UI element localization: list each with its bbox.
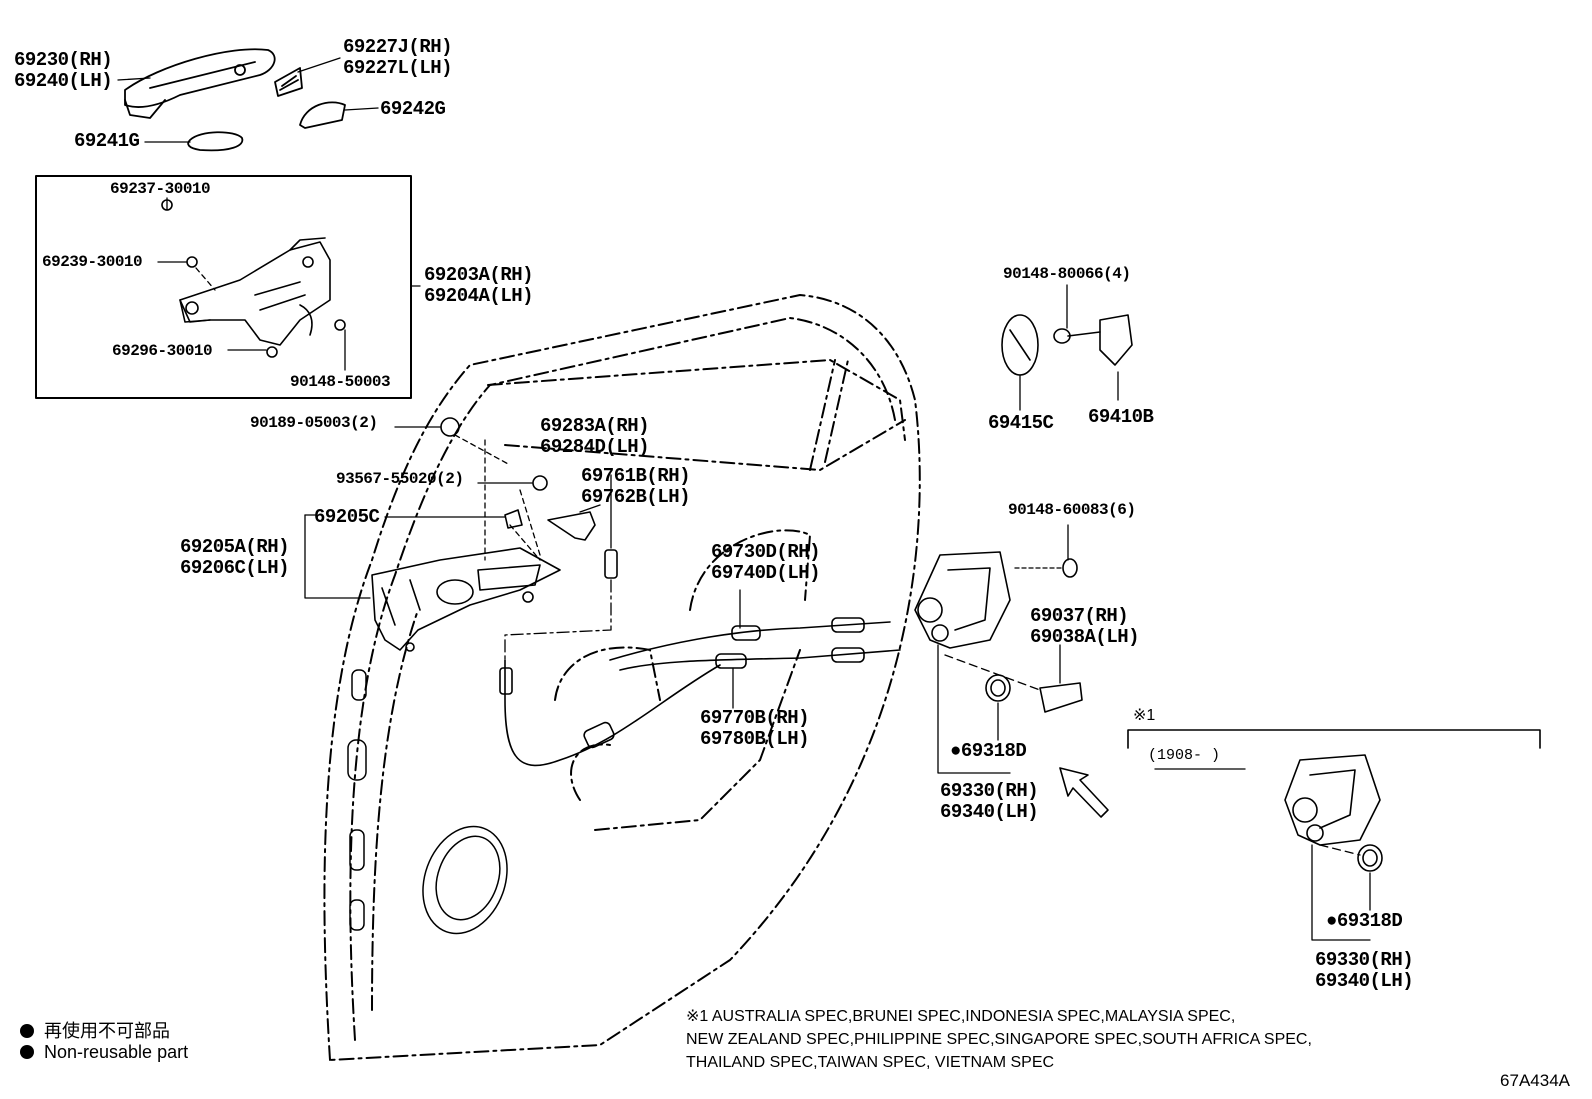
part-90148-80066: 90148-80066(4)	[1003, 265, 1131, 283]
part-69241g: 69241G	[74, 130, 140, 152]
frame-assembly	[161, 199, 346, 358]
part-69038a-lh: 69038A(LH)	[1030, 626, 1140, 648]
part-69415c: 69415C	[988, 412, 1054, 434]
part-69205a-rh: 69205A(RH)	[180, 536, 290, 558]
variant-date-range: (1908- )	[1148, 747, 1221, 764]
part-69740d-lh: 69740D(LH)	[711, 562, 821, 584]
outside-handle	[124, 48, 276, 119]
part-69284d-lh: 69284D(LH)	[540, 436, 650, 458]
part-69203a-rh: 69203A(RH)	[424, 264, 534, 286]
part-90148-50003: 90148-50003	[290, 373, 391, 391]
part-69204a-lh: 69204A(LH)	[424, 285, 534, 307]
part-69205c: 69205C	[314, 506, 380, 528]
part-69780b-lh: 69780B(LH)	[700, 728, 810, 750]
handle-cap	[274, 67, 303, 97]
door-lock	[914, 524, 1109, 818]
part-69770b-rh: 69770B(RH)	[700, 707, 810, 729]
part-69761b-rh: 69761B(RH)	[581, 465, 691, 487]
legend-en: Non-reusable part	[20, 1042, 188, 1063]
variant-mark: ※1	[1133, 707, 1156, 724]
part-69410b: 69410B	[1088, 406, 1154, 428]
part-69340-lh-variant: 69340(LH)	[1315, 970, 1414, 992]
part-69318d-standard: ●69318D	[950, 740, 1027, 762]
part-69330-rh-standard: 69330(RH)	[940, 780, 1039, 802]
part-69230-rh: 69230(RH)	[14, 49, 113, 71]
footnote-line-1: ※1 AUSTRALIA SPEC,BRUNEI SPEC,INDONESIA …	[686, 1008, 1236, 1025]
part-69206c-lh: 69206C(LH)	[180, 557, 290, 579]
part-69340-lh-standard: 69340(LH)	[940, 801, 1039, 823]
legend-jp-label: 再使用不可部品	[44, 1021, 170, 1041]
door-outline	[323, 294, 921, 1061]
bezel	[547, 504, 601, 541]
part-69242g: 69242G	[380, 98, 446, 120]
handle-gasket	[187, 131, 244, 152]
handle-pad	[299, 101, 346, 129]
part-69330-rh-variant: 69330(RH)	[1315, 949, 1414, 971]
inside-handle-leaders	[304, 426, 541, 599]
part-90189-05003: 90189-05003(2)	[250, 414, 378, 432]
part-69240-lh: 69240(LH)	[14, 70, 113, 92]
cables	[499, 589, 901, 767]
frame-box	[35, 175, 421, 399]
figure-code: 67A434A	[1500, 1071, 1570, 1090]
footnote-line-2: NEW ZEALAND SPEC,PHILIPPINE SPEC,SINGAPO…	[686, 1031, 1312, 1048]
part-69762b-lh: 69762B(LH)	[581, 486, 691, 508]
variant-lock	[1284, 754, 1383, 941]
part-69318d-variant: ●69318D	[1326, 910, 1403, 932]
handle-leaders	[117, 57, 379, 143]
inside-handle	[371, 417, 561, 652]
variant-bracket	[1127, 729, 1541, 770]
part-69296-30010: 69296-30010	[112, 342, 213, 360]
part-69730d-rh: 69730D(RH)	[711, 541, 821, 563]
part-93567-55020: 93567-55020(2)	[336, 470, 464, 488]
door-holes	[347, 669, 508, 935]
legend-jp: 再使用不可部品	[20, 1017, 170, 1043]
frame-leaders	[157, 197, 346, 371]
part-69227l-lh: 69227L(LH)	[343, 57, 453, 79]
non-reusable-bullet-icon	[20, 1045, 34, 1059]
striker-group	[1001, 284, 1133, 411]
legend-en-label: Non-reusable part	[44, 1042, 189, 1062]
footnote-line-3: THAILAND SPEC,TAIWAN SPEC, VIETNAM SPEC	[686, 1054, 1055, 1071]
part-69037-rh: 69037(RH)	[1030, 605, 1129, 627]
part-69239-30010: 69239-30010	[42, 253, 143, 271]
non-reusable-bullet-icon	[20, 1024, 34, 1038]
part-69237-30010: 69237-30010	[110, 180, 211, 198]
knob-rod	[504, 474, 618, 661]
part-69283a-rh: 69283A(RH)	[540, 415, 650, 437]
part-69227j-rh: 69227J(RH)	[343, 36, 453, 58]
part-90148-60083: 90148-60083(6)	[1008, 501, 1136, 519]
